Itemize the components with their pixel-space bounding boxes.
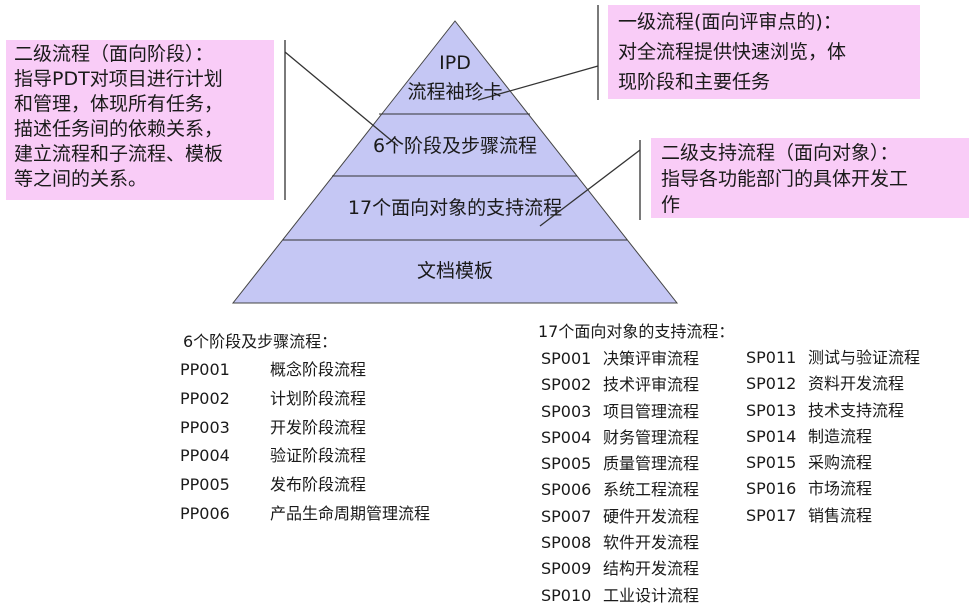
tier-ipd-subtitle: 流程袖珍卡 xyxy=(407,81,503,103)
tier-ipd-title: IPD xyxy=(439,52,471,74)
tier-support: 17个面向对象的支持流程 xyxy=(347,197,563,219)
callout-pointer xyxy=(477,65,599,101)
tier-stages: 6个阶段及步骤流程 xyxy=(372,135,538,157)
pp-list-title: 6个阶段及步骤流程： xyxy=(183,332,338,351)
tier-templates: 文档模板 xyxy=(416,260,493,282)
callout-pointer xyxy=(539,149,641,227)
callout-pointer xyxy=(284,51,399,147)
sp-list-title: 17个面向对象的支持流程： xyxy=(538,322,735,341)
pyramid-shape xyxy=(231,20,679,304)
callout-level2-stage: 二级流程（面向阶段）： 指导PDT对项目进行计划 和管理，体现所有任务， 描述任… xyxy=(6,40,274,200)
callout-level2-support: 二级支持流程（面向对象）： 指导各功能部门的具体开发工 作 xyxy=(651,138,969,218)
callout-level1: 一级流程(面向评审点的)： 对全流程提供快速浏览，体 现阶段和主要任务 xyxy=(608,5,920,99)
